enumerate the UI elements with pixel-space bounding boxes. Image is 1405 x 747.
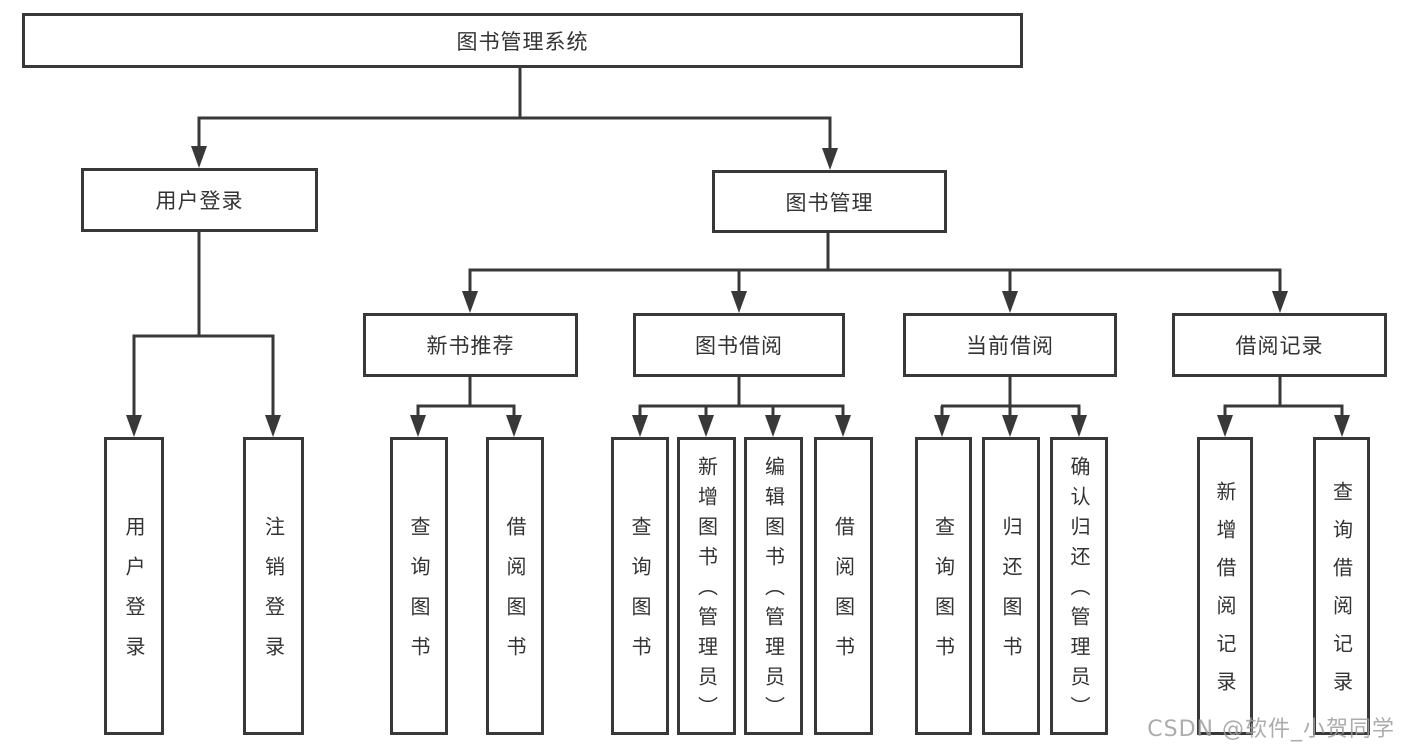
node-label: 图书管理 bbox=[785, 190, 874, 215]
leaf-label: 查询图书 bbox=[628, 516, 652, 676]
leaf-query-books-3: 查询图书 bbox=[915, 437, 972, 735]
leaf-user-login: 用户登录 bbox=[104, 437, 164, 735]
leaf-query-books-2: 查询图书 bbox=[611, 437, 669, 735]
leaf-label: 确认归还（管理员） bbox=[1067, 456, 1091, 726]
leaf-label: 借阅图书 bbox=[503, 516, 527, 676]
node-label: 当前借阅 bbox=[966, 334, 1054, 358]
leaf-return-books: 归还图书 bbox=[982, 437, 1040, 735]
node-user-login: 用户登录 bbox=[81, 168, 318, 232]
leaf-borrow-books: 借阅图书 bbox=[486, 437, 544, 735]
leaf-label: 新增图书（管理员） bbox=[694, 456, 719, 726]
leaf-label: 查询图书 bbox=[931, 516, 956, 676]
leaf-label: 编辑图书（管理员） bbox=[761, 456, 786, 726]
leaf-label: 借阅图书 bbox=[831, 516, 856, 676]
node-borrowing-records: 借阅记录 bbox=[1172, 313, 1387, 377]
node-label: 图书管理系统 bbox=[456, 29, 589, 54]
leaf-label: 归还图书 bbox=[999, 516, 1023, 676]
leaf-edit-books-admin: 编辑图书（管理员） bbox=[744, 437, 803, 735]
leaf-label: 注销登录 bbox=[261, 516, 286, 676]
node-current-borrowing: 当前借阅 bbox=[903, 313, 1117, 377]
node-label: 新书推荐 bbox=[426, 334, 515, 358]
node-label: 用户登录 bbox=[155, 189, 244, 213]
node-library-management-system: 图书管理系统 bbox=[22, 13, 1023, 68]
leaf-confirm-return-admin: 确认归还（管理员） bbox=[1050, 437, 1108, 735]
node-label: 图书借阅 bbox=[695, 334, 783, 358]
leaf-label: 新增借阅记录 bbox=[1213, 481, 1237, 709]
arrowheads bbox=[126, 146, 1350, 437]
leaf-label: 查询借阅记录 bbox=[1329, 481, 1354, 709]
leaf-add-books-admin: 新增图书（管理员） bbox=[677, 437, 736, 735]
node-new-book-recommendation: 新书推荐 bbox=[363, 313, 578, 377]
leaf-add-borrow-record: 新增借阅记录 bbox=[1197, 437, 1253, 735]
node-book-management: 图书管理 bbox=[712, 170, 947, 233]
node-label: 借阅记录 bbox=[1235, 334, 1324, 358]
node-book-borrowing: 图书借阅 bbox=[633, 313, 845, 377]
leaf-query-borrow-record: 查询借阅记录 bbox=[1313, 437, 1370, 735]
leaf-query-books: 查询图书 bbox=[390, 437, 448, 735]
leaf-label: 用户登录 bbox=[122, 516, 146, 676]
csdn-watermark: CSDN @软件_小贺同学 bbox=[1147, 717, 1395, 742]
leaf-borrow-books-2: 借阅图书 bbox=[814, 437, 873, 735]
leaf-logout: 注销登录 bbox=[243, 437, 304, 735]
leaf-label: 查询图书 bbox=[407, 516, 431, 676]
